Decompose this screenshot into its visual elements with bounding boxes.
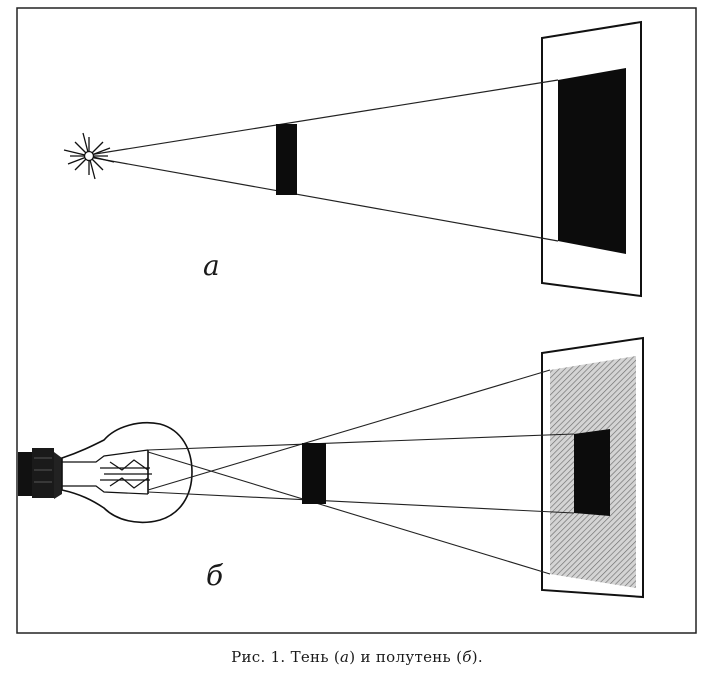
bulb-socket-icon <box>18 448 62 499</box>
panel-b: б <box>18 336 644 599</box>
caption-b: б <box>462 648 472 666</box>
obstacle-b <box>302 443 326 504</box>
caption-a: а <box>340 648 350 666</box>
ray-b-outer-top <box>147 369 551 491</box>
caption-suffix: ). <box>471 648 483 666</box>
ray-b-inner-bottom <box>147 491 575 514</box>
filament-icon <box>62 449 152 495</box>
bulb-glass-icon <box>61 422 193 524</box>
ray-b-inner-top <box>147 433 575 451</box>
figure-frame <box>16 7 697 634</box>
ray-a-top <box>88 79 559 156</box>
point-source-icon <box>63 132 115 180</box>
ray-b-outer-bottom <box>147 451 551 575</box>
umbra-b <box>574 429 610 516</box>
caption-middle: ) и полутень ( <box>349 648 463 666</box>
panel-b-label: б <box>206 559 224 592</box>
obstacle-a <box>276 124 297 195</box>
umbra-a <box>558 68 626 254</box>
ray-a-bottom <box>88 156 559 242</box>
figure-caption: Рис. 1. Тень (а) и полутень (б). <box>0 648 714 666</box>
panel-a-label: а <box>203 249 220 282</box>
panel-a: а <box>63 20 642 298</box>
caption-prefix: Рис. 1. Тень ( <box>231 648 341 666</box>
